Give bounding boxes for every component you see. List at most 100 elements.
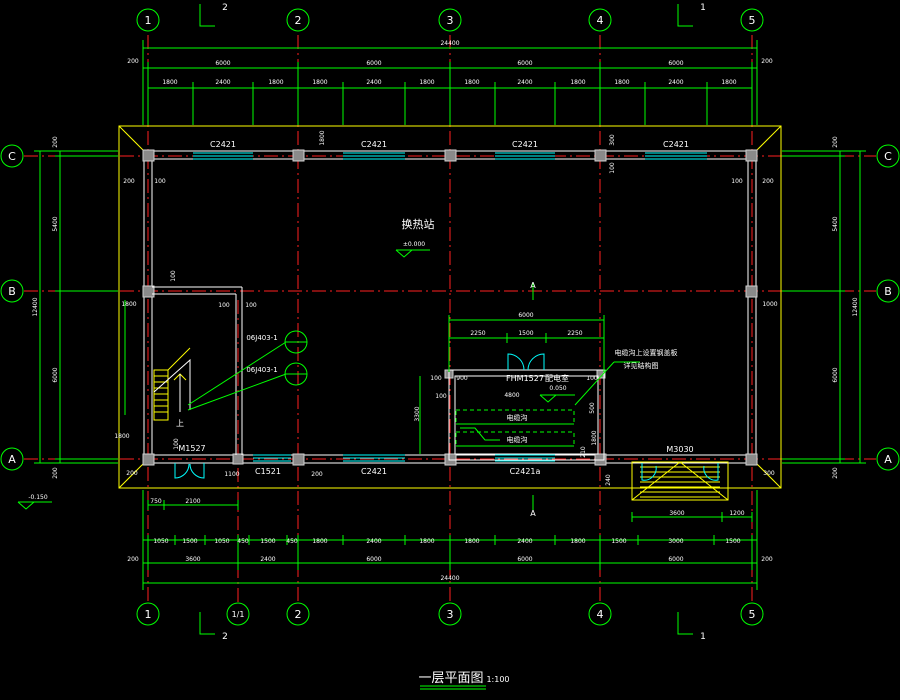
dim-bottom-edge-left: 200 xyxy=(127,556,139,563)
dim-left-bay-2: 6000 xyxy=(52,367,59,382)
trench-label-2: 电缆沟 xyxy=(507,435,528,444)
dim-top-opening: 1800 xyxy=(614,79,629,86)
pit-room-label: 配电室 xyxy=(545,373,569,383)
dim-bottom-opening: 2400 xyxy=(366,538,381,545)
window-label-bottom-2: C2421 xyxy=(361,467,387,476)
dim-misc: 100 xyxy=(170,270,177,282)
dim-top-opening: 1800 xyxy=(721,79,736,86)
trench-note-line-1: 电缆沟上设置钢盖板 xyxy=(615,348,678,357)
dim-bottom-edge-right: 200 xyxy=(761,556,773,563)
dim-bottom-opening: 1500 xyxy=(182,538,197,545)
dim-bottom-opening: 2400 xyxy=(517,538,532,545)
dim-misc: 200 xyxy=(123,178,135,185)
dim-misc: 0.050 xyxy=(549,385,566,392)
dim-bottom-opening: 450 xyxy=(237,538,249,545)
left-door xyxy=(174,463,205,479)
dim-misc: 100 xyxy=(586,375,598,382)
dim-bottom-bay-5: 6000 xyxy=(668,556,683,563)
dim-misc: 1000 xyxy=(762,301,777,308)
dim-bottom-opening: 1050 xyxy=(214,538,229,545)
dim-left-edge-top: 200 xyxy=(52,136,59,148)
dim-misc: 100 xyxy=(731,178,743,185)
axis-label-2-bottom: 2 xyxy=(295,608,302,621)
roof-outline xyxy=(118,125,782,489)
dim-top-opening: 1800 xyxy=(419,79,434,86)
pit-room xyxy=(448,369,605,461)
dim-misc: 1800 xyxy=(121,301,136,308)
trench-note-line-2: 详见结构图 xyxy=(624,361,659,370)
axis-label-a-left: A xyxy=(8,453,16,466)
dim-top-bay-3: 6000 xyxy=(517,60,532,67)
dim-misc: 100 xyxy=(154,178,166,185)
window-label-top-4: C2421 xyxy=(663,140,689,149)
cut-marker-bottom-right: 1 xyxy=(700,632,706,642)
dim-misc: 300 xyxy=(763,470,775,477)
right-door xyxy=(641,463,719,481)
dim-top-bay-4: 6000 xyxy=(668,60,683,67)
window-label-top-2: C2421 xyxy=(361,140,387,149)
dim-pit-part-3: 2250 xyxy=(567,330,582,337)
dim-bottom-opening: 450 xyxy=(286,538,298,545)
dim-pit-part-1: 2250 xyxy=(470,330,485,337)
dim-bottom-bay-1: 3600 xyxy=(185,556,200,563)
dim-bottom-opening: 1800 xyxy=(570,538,585,545)
dim-bottom-bay-3: 6000 xyxy=(366,556,381,563)
dim-bottom-bay-4: 6000 xyxy=(517,556,532,563)
dim-top-opening: 2400 xyxy=(668,79,683,86)
cut-marker-top-left: 2 xyxy=(222,3,228,13)
axis-label-b-left: B xyxy=(8,285,16,298)
dim-left-edge-bottom: 200 xyxy=(52,467,59,479)
dim-bottom-opening: 1050 xyxy=(153,538,168,545)
dim-misc: 100 xyxy=(435,393,447,400)
dim-top-edge-right: 200 xyxy=(761,58,773,65)
dim-misc: 100 xyxy=(245,302,257,309)
axis-label-1-bottom: 1 xyxy=(145,608,152,621)
dim-bottom-opening: 1500 xyxy=(260,538,275,545)
axis-label-2-top: 2 xyxy=(295,14,302,27)
door-label-right: M3030 xyxy=(666,445,693,454)
axis-label-3-bottom: 3 xyxy=(447,608,454,621)
dim-top-opening: 1800 xyxy=(162,79,177,86)
dim-misc: 1800 xyxy=(591,430,598,445)
outdoor-elevation: -0.150 xyxy=(28,494,48,501)
dim-misc: 240 xyxy=(605,474,612,486)
door-label-pit: FHM1527 xyxy=(506,374,544,383)
window-label-bottom-3: C2421a xyxy=(510,467,541,476)
dim-stair-2: 2100 xyxy=(185,498,200,505)
dim-bottom-opening: 1800 xyxy=(312,538,327,545)
dim-left-bay-1: 5400 xyxy=(52,216,59,231)
window-label-top-3: C2421 xyxy=(512,140,538,149)
dim-top-opening: 1800 xyxy=(312,79,327,86)
axis-label-c-left: C xyxy=(8,150,16,163)
detail-circles xyxy=(284,330,308,386)
axis-label-3-top: 3 xyxy=(447,14,454,27)
dim-right-total: 12400 xyxy=(852,297,859,316)
dim-top-opening: 1800 xyxy=(464,79,479,86)
window-label-bottom-1: C1521 xyxy=(255,467,281,476)
dim-bottom-opening: 1800 xyxy=(464,538,479,545)
dim-misc: 3300 xyxy=(414,406,421,421)
dim-bottom-total: 24400 xyxy=(440,575,459,582)
dim-misc: 1800 xyxy=(319,130,326,145)
stair-detail-2: 06J403-1 xyxy=(246,366,277,374)
dim-stair-1: 750 xyxy=(150,498,162,505)
axis-label-b-right: B xyxy=(884,285,892,298)
section-cut-markers xyxy=(199,4,693,635)
dim-misc: 100 xyxy=(218,302,230,309)
dim-right-bay-1: 5400 xyxy=(832,216,839,231)
bottom-windows xyxy=(253,454,555,462)
section-mark-bottom: A xyxy=(530,509,536,518)
trench-label-1: 电缆沟 xyxy=(507,413,528,422)
dim-right-bay-2: 6000 xyxy=(832,367,839,382)
dim-misc: 200 xyxy=(311,471,323,478)
dim-top-opening: 2400 xyxy=(215,79,230,86)
axis-label-c-right: C xyxy=(884,150,892,163)
axis-label-1-1-bottom: 1/1 xyxy=(232,610,245,619)
dimension-lines xyxy=(34,40,866,590)
axis-label-5-bottom: 5 xyxy=(749,608,756,621)
dim-misc: 100 xyxy=(609,162,616,174)
section-mark-top: A xyxy=(530,281,536,290)
title-underline xyxy=(420,685,486,690)
axis-label-1-top: 1 xyxy=(145,14,152,27)
elevation-markers xyxy=(17,249,575,510)
